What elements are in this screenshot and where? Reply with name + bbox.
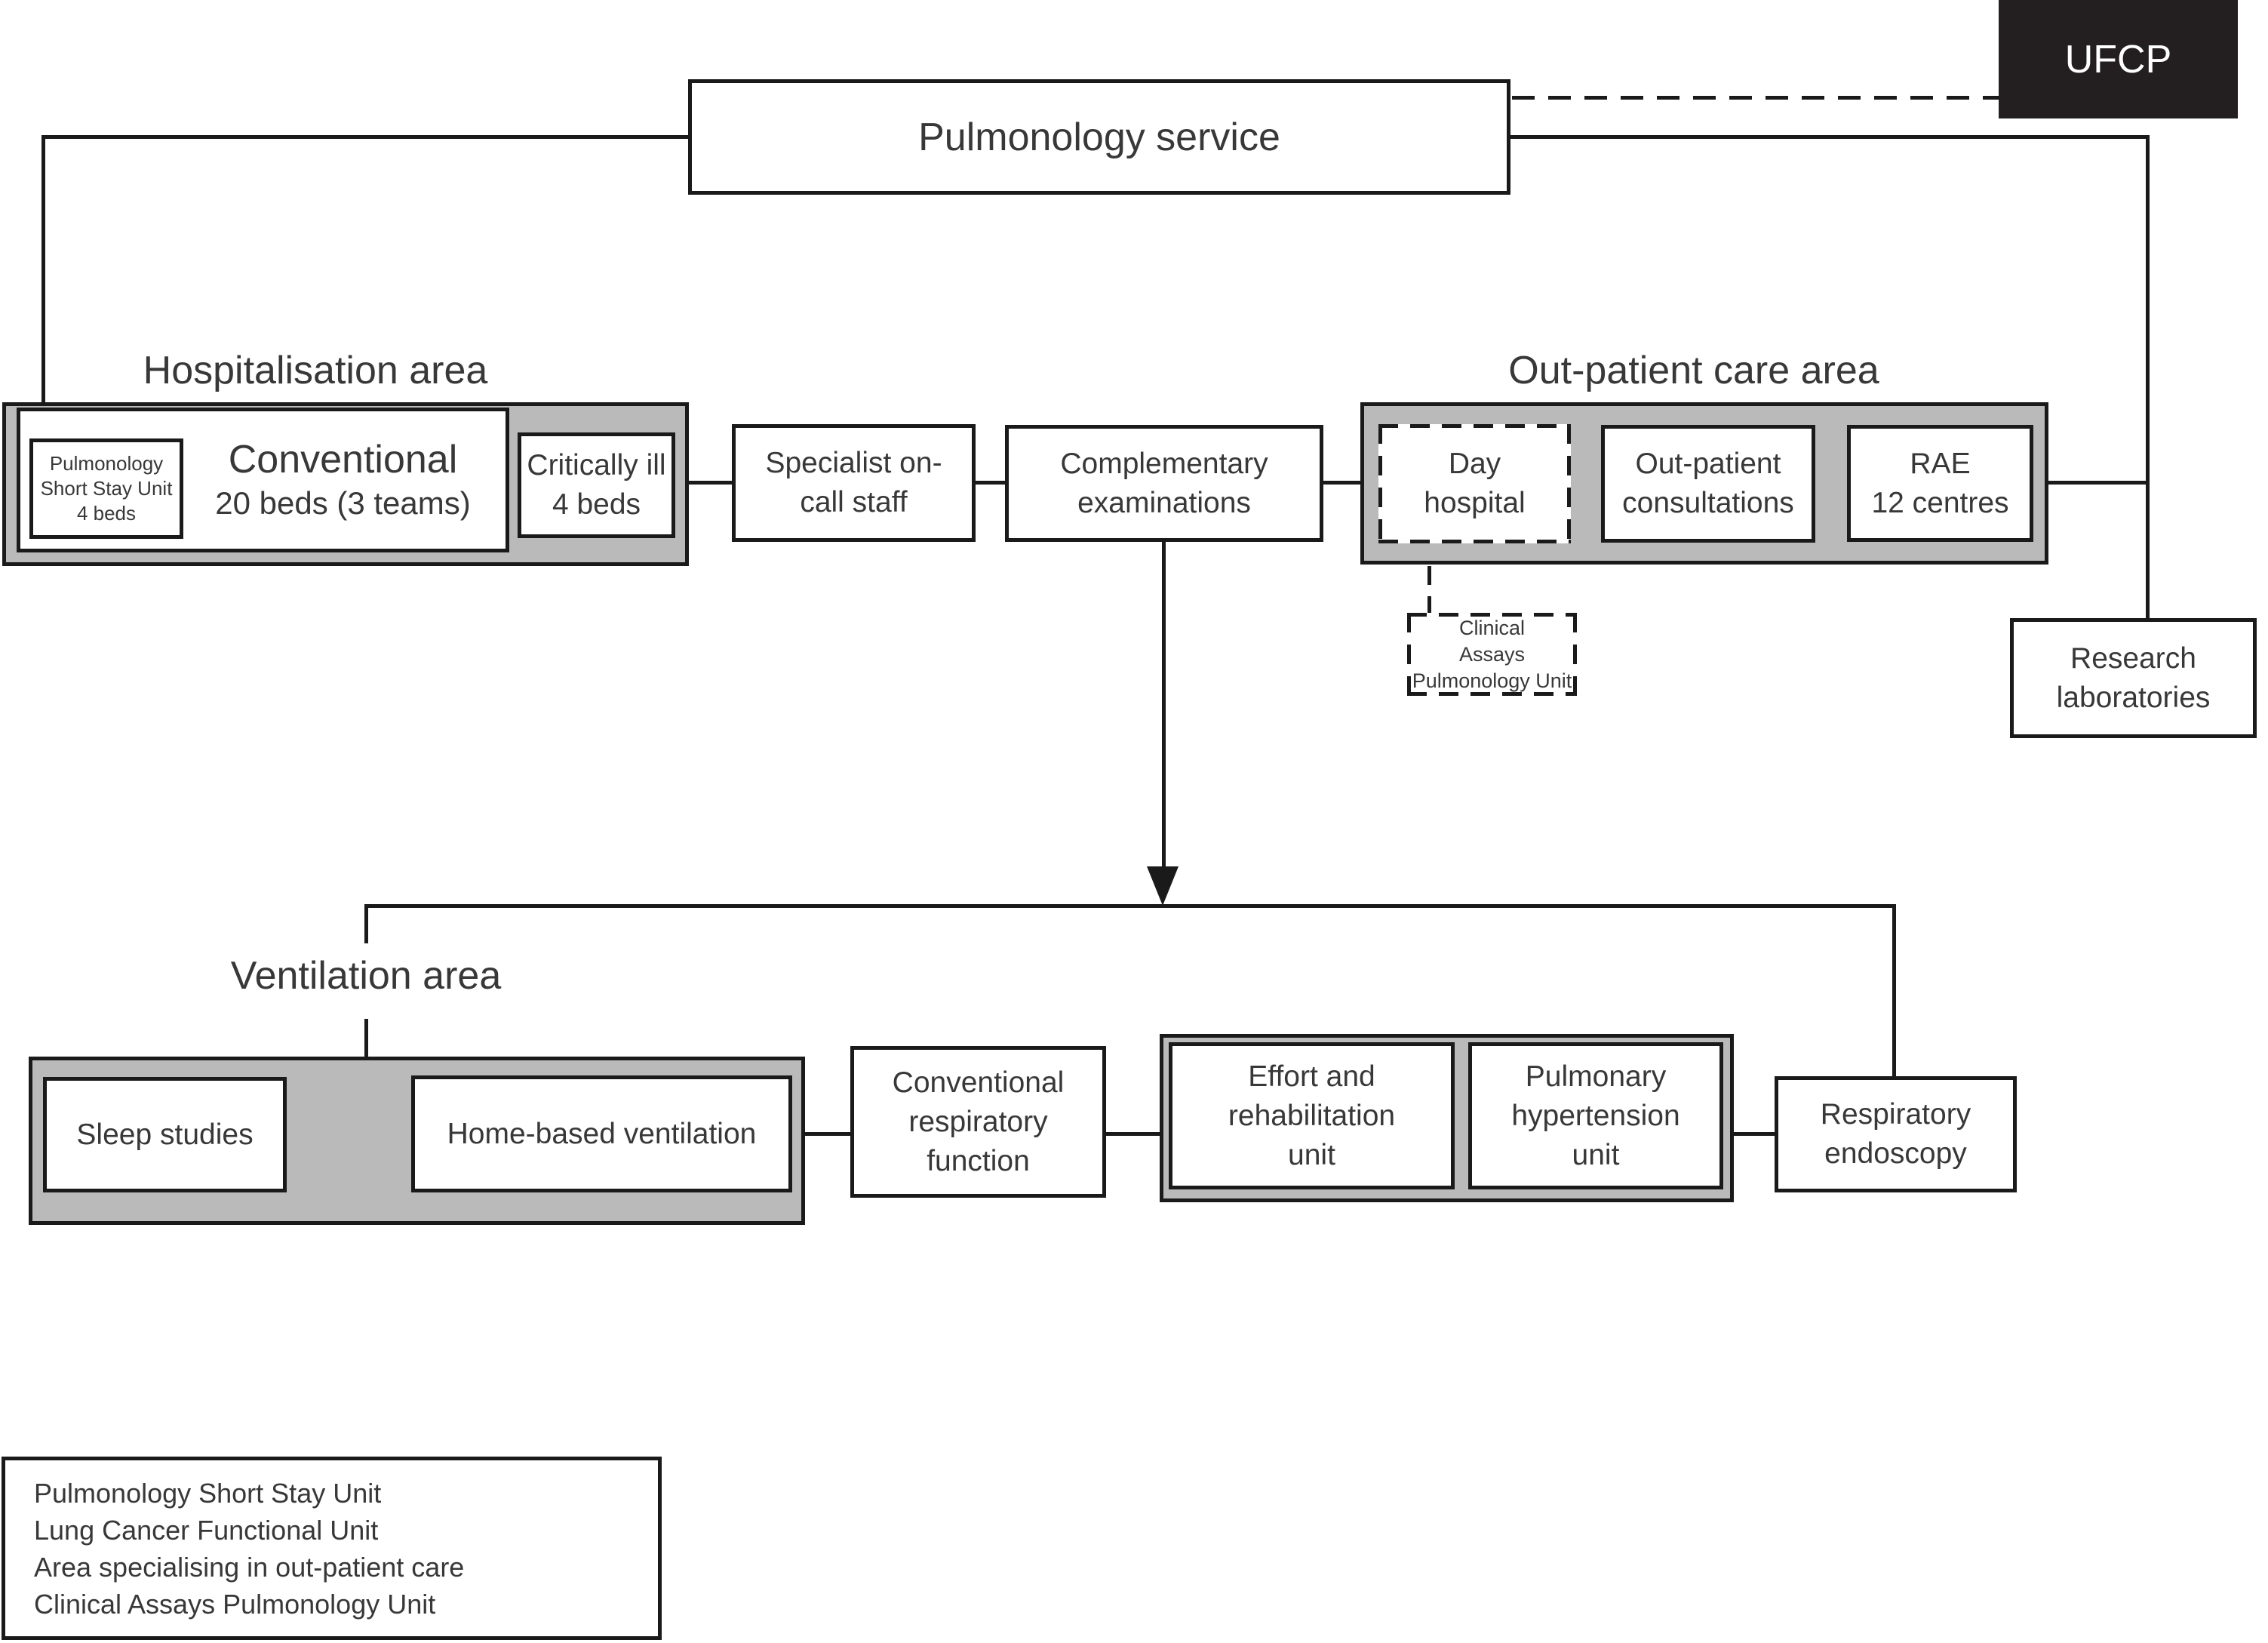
- sleep-studies-box: Sleep studies: [43, 1077, 287, 1192]
- connector-hosp-specialist: [689, 481, 732, 485]
- convresp-line2: respiratory: [908, 1105, 1048, 1138]
- respiratory-endoscopy-box: Respiratory endoscopy: [1775, 1076, 2017, 1192]
- specialist-line1: Specialist on-: [765, 447, 942, 479]
- arrow-down-head-icon: [1147, 866, 1179, 906]
- legend-box: Pulmonology Short Stay Unit Lung Cancer …: [2, 1457, 662, 1640]
- research-line2: laboratories: [2056, 681, 2211, 714]
- pulmonology-service-box: Pulmonology service: [688, 79, 1510, 195]
- ufcp-box: UFCP: [1999, 0, 2238, 118]
- conventional-subtitle: 20 beds (3 teams): [215, 485, 471, 521]
- connector-outpatient-research-line: [2048, 481, 2147, 485]
- conventional-title: Conventional: [228, 438, 458, 482]
- consultations-line1: Out-patient: [1635, 448, 1781, 480]
- complementary-examinations-box: Complementary examinations: [1005, 425, 1323, 542]
- clinical-assays-line1: Clinical: [1458, 616, 1526, 639]
- day-hospital-line1: Day: [1448, 448, 1501, 480]
- day-hospital-box: Day hospital: [1378, 424, 1571, 543]
- connector-service-right-horizontal: [1508, 135, 2150, 139]
- critically-ill-box: Critically ill 4 beds: [518, 432, 675, 538]
- pulmhyp-line2: hypertension: [1511, 1099, 1680, 1132]
- legend-item-outpatient-area: Area specialising in out-patient care: [34, 1551, 465, 1583]
- pssu-box: Pulmonology Short Stay Unit 4 beds: [29, 438, 183, 539]
- convresp-line3: function: [927, 1144, 1030, 1177]
- connector-ventilation-stub-bottom: [364, 1019, 368, 1058]
- legend-item-clinical-assays: Clinical Assays Pulmonology Unit: [34, 1588, 436, 1620]
- effort-line3: unit: [1288, 1138, 1335, 1171]
- ufcp-label: UFCP: [2064, 37, 2172, 82]
- conventional-respiratory-function-box: Conventional respiratory function: [850, 1046, 1106, 1198]
- connector-service-left-vertical: [41, 135, 45, 404]
- connector-bottom-horizontal: [366, 904, 1896, 908]
- specialist-line2: call staff: [800, 486, 908, 518]
- respendo-line1: Respiratory: [1820, 1098, 1971, 1131]
- pssu-line3: 4 beds: [76, 502, 137, 525]
- connector-effort-endoscopy: [1732, 1132, 1775, 1136]
- outpatient-consultations-box: Out-patient consultations: [1601, 425, 1815, 543]
- connector-specialist-complementary: [976, 481, 1005, 485]
- connector-service-ufcp-dashed: [1512, 96, 1999, 100]
- home-based-ventilation-box: Home-based ventilation: [411, 1075, 792, 1192]
- critically-ill-line1: Critically ill: [527, 449, 666, 482]
- connector-complementary-outpatient: [1323, 481, 1360, 485]
- effort-line1: Effort and: [1248, 1060, 1375, 1093]
- pssu-line2: Short Stay Unit: [40, 477, 173, 500]
- effort-line2: rehabilitation: [1228, 1099, 1396, 1132]
- pulmhyp-line1: Pulmonary: [1525, 1060, 1667, 1093]
- specialist-on-call-box: Specialist on- call staff: [732, 424, 976, 542]
- hospitalisation-area-label: Hospitalisation area: [143, 349, 488, 392]
- pssu-line1: Pulmonology: [49, 452, 164, 475]
- clinical-assays-box: Clinical Assays Pulmonology Unit: [1407, 613, 1577, 696]
- legend-item-pssu: Pulmonology Short Stay Unit: [34, 1477, 382, 1509]
- clinical-assays-line3: Pulmonology Unit: [1412, 669, 1572, 692]
- rae-line1: RAE: [1910, 447, 1971, 480]
- convresp-line1: Conventional: [892, 1066, 1065, 1099]
- legend-item-ufcp: Lung Cancer Functional Unit: [34, 1514, 379, 1546]
- arrow-complementary-down-line: [1162, 542, 1166, 872]
- research-laboratories-box: Research laboratories: [2010, 618, 2257, 738]
- critically-ill-line2: 4 beds: [552, 488, 641, 521]
- pulmonary-hypertension-box: Pulmonary hypertension unit: [1468, 1042, 1723, 1189]
- connector-research-vertical: [2146, 135, 2150, 620]
- ventilation-area-label: Ventilation area: [230, 954, 502, 998]
- home-based-label: Home-based ventilation: [447, 1117, 757, 1150]
- respendo-line2: endoscopy: [1824, 1137, 1967, 1170]
- rae-box: RAE 12 centres: [1847, 425, 2033, 542]
- connector-service-left-horizontal: [43, 135, 690, 139]
- effort-rehabilitation-box: Effort and rehabilitation unit: [1169, 1042, 1455, 1189]
- complementary-line1: Complementary: [1060, 447, 1268, 480]
- consultations-line2: consultations: [1622, 487, 1794, 519]
- pulmhyp-line3: unit: [1572, 1138, 1620, 1171]
- sleep-studies-label: Sleep studies: [76, 1118, 254, 1151]
- connector-convresp-effort: [1106, 1132, 1160, 1136]
- connector-ventilation-convresp: [804, 1132, 850, 1136]
- complementary-line2: examinations: [1077, 486, 1251, 519]
- research-line1: Research: [2070, 642, 2196, 675]
- pulmonology-service-label: Pulmonology service: [918, 115, 1280, 159]
- day-hospital-line2: hospital: [1424, 487, 1526, 519]
- rae-line2: 12 centres: [1871, 486, 2009, 519]
- connector-dayhospital-clinicalassays-dashed: [1427, 566, 1431, 613]
- clinical-assays-line2: Assays: [1458, 642, 1526, 666]
- outpatient-area-label: Out-patient care area: [1508, 349, 1879, 392]
- connector-ventilation-stub-top: [364, 904, 368, 943]
- connector-endoscopy-vertical: [1892, 904, 1896, 1078]
